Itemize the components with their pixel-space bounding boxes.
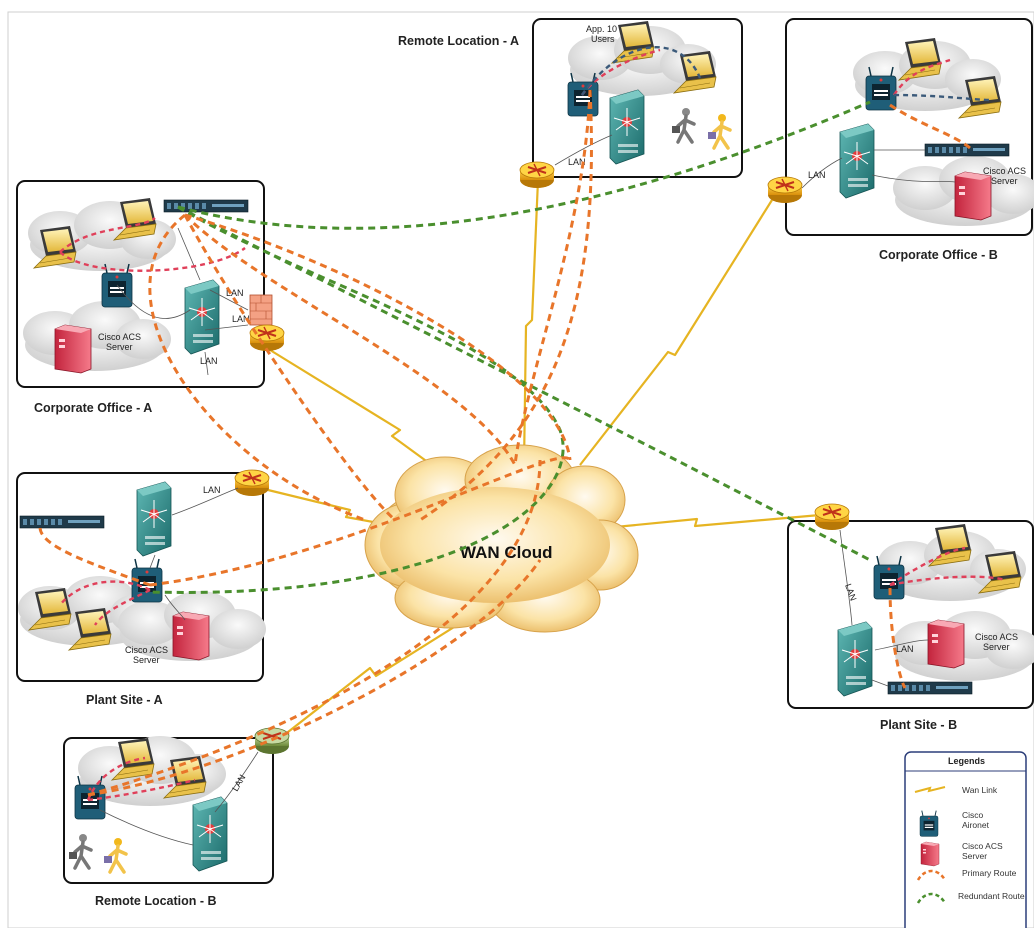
svg-text:Server: Server [983,642,1010,652]
svg-text:Server: Server [133,655,160,665]
site-title-remote-b: Remote Location - B [95,894,217,908]
rack-switch-icon [19,515,105,529]
svg-text:LAN: LAN [232,314,250,324]
svg-text:Cisco: Cisco [962,810,984,820]
primary-routes [38,89,971,797]
svg-text:LAN: LAN [226,288,244,298]
router-icon [814,503,850,531]
svg-text:Server: Server [106,342,133,352]
site-corp-b: LAN Cisco ACS Server Corporate Office - … [767,18,1034,262]
svg-text:Wan Link: Wan Link [962,785,998,795]
server-icon [172,611,210,661]
site-remote-a: LAN App. 10 Users Remote Location - A [398,18,743,189]
switch-icon [837,621,873,697]
legend-title: Legends [948,756,985,766]
site-corp-a: LAN LAN LAN Cisco ACS Server Corporate O… [16,180,285,415]
switch-icon [136,481,172,557]
redundant-routes [149,100,871,594]
wan-link-corp-a [269,349,456,483]
svg-text:Cisco ACS: Cisco ACS [962,841,1003,851]
legend: Legends Wan Link Cisco Aironet Cisco ACS… [904,751,1027,933]
svg-text:Aironet: Aironet [962,820,990,830]
site-remote-b: LAN Remote Location - B [63,727,290,908]
wan-cloud: WAN Cloud [364,444,639,633]
site-plant-a: LAN Cisco ACS Server Plant Site - A [16,469,270,707]
svg-text:Cisco ACS: Cisco ACS [98,332,141,342]
svg-text:LAN: LAN [568,157,586,167]
svg-text:LAN: LAN [200,356,218,366]
svg-text:Server: Server [962,851,987,861]
svg-text:Redundant Route: Redundant Route [958,891,1025,901]
server-icon [954,171,992,221]
firewall-icon [249,294,273,326]
svg-text:Primary Route: Primary Route [962,868,1017,878]
router-icon [234,469,270,497]
svg-text:LAN: LAN [896,644,914,654]
legend-item-aironet: Cisco Aironet [919,810,990,837]
wan-link-remote-a [522,179,540,466]
svg-text:App. 10: App. 10 [586,24,617,34]
svg-text:Server: Server [991,176,1018,186]
site-plant-b: LAN LAN Cisco ACS Server Plant Site - B [787,503,1034,732]
wan-links [267,179,821,733]
switch-icon [184,279,220,355]
site-title-remote-a: Remote Location - A [398,34,519,48]
rack-switch-icon [887,681,973,695]
svg-text:Cisco ACS: Cisco ACS [125,645,168,655]
site-title-corp-a: Corporate Office - A [34,401,152,415]
router-icon [767,176,803,204]
svg-text:LAN: LAN [808,170,826,180]
svg-text:Cisco ACS: Cisco ACS [975,632,1018,642]
switch-icon [192,796,228,872]
legend-item-primary-route: Primary Route [916,868,1017,881]
router-icon [249,324,285,352]
wan-link-plant-b [604,513,821,530]
wan-cloud-label: WAN Cloud [460,543,553,562]
site-title-plant-a: Plant Site - A [86,693,163,707]
wan-link-remote-b [287,611,479,733]
legend-item-server: Cisco ACS Server [920,841,1003,867]
switch-icon [839,123,875,199]
rack-switch-icon [163,199,249,213]
router-icon [519,161,555,189]
server-icon [54,324,92,374]
svg-text:Users: Users [591,34,615,44]
server-icon [927,619,965,669]
svg-text:Cisco ACS: Cisco ACS [983,166,1026,176]
wireless-links-blue [581,46,991,102]
switch-icon [609,89,645,165]
svg-text:LAN: LAN [203,485,221,495]
site-title-corp-b: Corporate Office - B [879,248,998,262]
legend-item-wan-link: Wan Link [914,785,998,795]
wan-link-corp-b [579,199,773,466]
legend-item-redundant-route: Redundant Route [916,891,1025,904]
site-title-plant-b: Plant Site - B [880,718,957,732]
